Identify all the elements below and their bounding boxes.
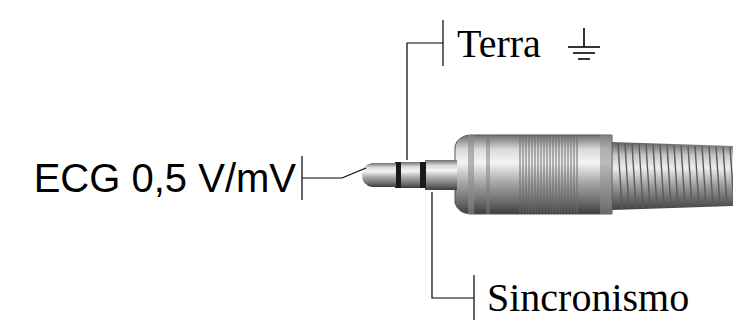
plug-contacts [362,160,457,190]
leader-lines [302,20,474,320]
signal-label: ECG 0,5 V/mV [34,155,296,201]
ground-label: Terra [457,21,541,67]
sync-label: Sincronismo [487,275,689,321]
strain-relief-spring [612,142,733,210]
plug-handle [455,135,612,214]
ground-symbol [568,28,600,59]
